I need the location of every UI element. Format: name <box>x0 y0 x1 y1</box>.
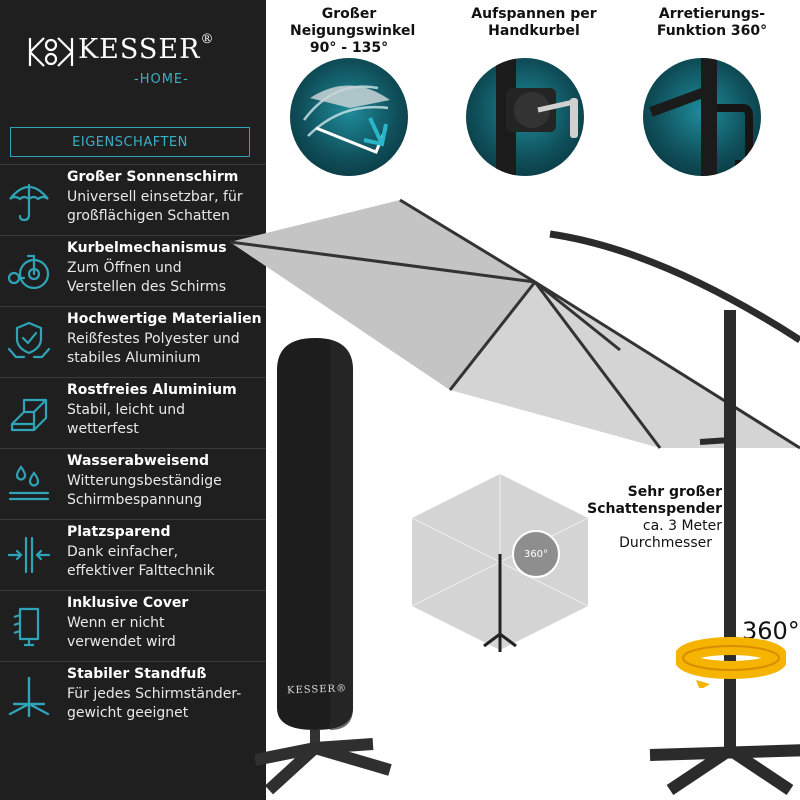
water-drops-icon <box>8 465 50 501</box>
feature-desc: großflächigen Schatten <box>67 208 230 224</box>
brand-name: KESSER® <box>78 32 215 65</box>
umbrella-icon <box>9 183 49 222</box>
properties-heading: EIGENSCHAFTEN <box>10 127 250 157</box>
feature-title: Wasserabweisend <box>67 453 209 469</box>
callout-lock-caption: Arretierungs-Funktion 360° <box>656 6 768 39</box>
aluminium-profile-icon <box>10 398 48 432</box>
feature-desc: stabiles Aluminium <box>67 350 201 366</box>
rotation-ring-icon <box>676 637 786 688</box>
feature-desc: Wenn er nicht <box>67 615 165 631</box>
hand-crank-illustration <box>466 58 584 176</box>
feature-item: Wasserabweisend Witterungsbeständige Sch… <box>0 448 266 518</box>
feature-desc: verwendet wird <box>67 634 176 650</box>
feature-item: Rostfreies Aluminium Stabil, leicht und … <box>0 377 266 447</box>
brand-logo: KESSER® -HOME- <box>26 30 246 100</box>
lock-function-illustration <box>643 58 761 176</box>
feature-desc: Reißfestes Polyester und <box>67 331 240 347</box>
protective-cover-illustration <box>255 338 392 795</box>
feature-item: Kurbelmechanismus Zum Öffnen und Verstel… <box>0 235 266 305</box>
feature-desc: effektiver Falttechnik <box>67 563 215 579</box>
tilt-angle-illustration <box>290 58 408 176</box>
canopy-top-view-illustration <box>411 474 589 652</box>
feature-item: Stabiler Standfuß Für jedes Schirmstände… <box>0 661 266 731</box>
cantilever-umbrella-illustration <box>230 198 800 795</box>
feature-item: Großer Sonnenschirm Universell einsetzba… <box>0 164 266 234</box>
feature-desc: wetterfest <box>67 421 139 437</box>
compress-icon <box>7 536 51 574</box>
crank-icon <box>7 254 50 290</box>
shield-hands-icon <box>7 321 51 359</box>
feature-title: Stabiler Standfuß <box>67 666 207 682</box>
feature-title: Platzsparend <box>67 524 171 540</box>
feature-title: Inklusive Cover <box>67 595 189 611</box>
feature-title: Großer Sonnenschirm <box>67 169 239 185</box>
feature-desc: Dank einfacher, <box>67 544 179 560</box>
cover-icon <box>13 607 40 647</box>
feature-desc: Schirmbespannung <box>67 492 203 508</box>
feature-desc: Stabil, leicht und <box>67 402 186 418</box>
feature-desc: Für jedes Schirmständer- <box>67 686 242 702</box>
brand-subline: -HOME- <box>134 72 189 87</box>
360-badge-icon: 360° <box>512 530 560 578</box>
feature-desc: Universell einsetzbar, für <box>67 189 243 205</box>
feature-title: Kurbelmechanismus <box>67 240 227 256</box>
feature-item: Inklusive Cover Wenn er nicht verwendet … <box>0 590 266 660</box>
feature-desc: Verstellen des Schirms <box>67 279 227 295</box>
shade-caption: Sehr großer Schattenspender ca. 3 Meter … <box>587 484 722 551</box>
feature-desc: gewicht geeignet <box>67 705 189 721</box>
feature-title: Hochwertige Materialien <box>67 311 262 327</box>
feature-title: Rostfreies Aluminium <box>67 382 237 398</box>
kesser-monogram-icon <box>28 37 74 67</box>
feature-sidebar: KESSER® -HOME- EIGENSCHAFTEN Großer Sonn… <box>0 0 266 800</box>
feature-desc: Witterungsbeständige <box>67 473 222 489</box>
feature-item: Platzsparend Dank einfacher, effektiver … <box>0 519 266 589</box>
feature-item: Hochwertige Materialien Reißfestes Polye… <box>0 306 266 376</box>
cross-base-icon <box>8 676 50 718</box>
feature-desc: Zum Öffnen und <box>67 260 182 276</box>
